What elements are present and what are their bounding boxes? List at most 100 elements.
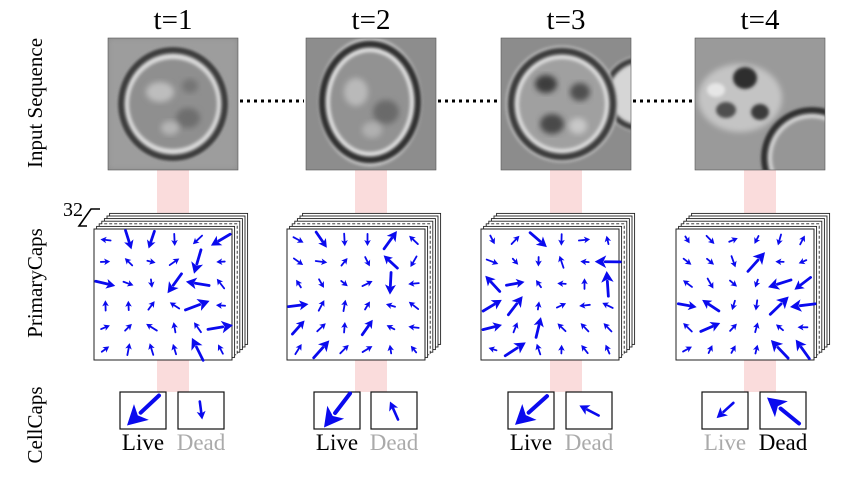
capsule-arrow [216, 278, 226, 290]
capsule-arrow [360, 319, 373, 337]
capsule-arrow [185, 277, 211, 290]
capsule-arrow [361, 280, 373, 288]
cellcap-label-live: Live [510, 430, 552, 455]
capsule-arrow [296, 279, 303, 289]
capsule-arrow [408, 280, 420, 287]
capsule-arrow [752, 344, 760, 355]
capsule-arrow [604, 344, 611, 355]
capsule-arrow [557, 280, 567, 287]
capsule-arrow [102, 300, 109, 312]
capsule-arrow [171, 322, 178, 334]
stack-count-label: 32 [63, 199, 83, 221]
capsule-arrow [511, 257, 519, 265]
capsule-arrow [776, 233, 783, 246]
capsule-arrow [171, 232, 178, 246]
capsule-arrow [314, 230, 327, 248]
capsule-arrow [558, 255, 565, 269]
input-frame-t2 [306, 38, 436, 170]
capsule-arrow [729, 345, 736, 354]
capsule-arrow [410, 255, 418, 268]
capsule-arrow [581, 278, 588, 290]
capsule-arrow [100, 236, 112, 244]
input-frame-border-t2 [305, 37, 437, 171]
capsule-grid-front [675, 228, 815, 361]
capsule-arrow [317, 300, 325, 312]
capsule-arrow [730, 255, 737, 268]
capsule-arrow [485, 275, 502, 293]
capsule-arrow [604, 235, 612, 245]
capsule-arrow [147, 278, 155, 288]
capsule-arrow [775, 258, 785, 266]
capsule-grid-front [286, 228, 426, 361]
capsule-arrow [578, 236, 591, 244]
capsule-arrow [364, 301, 370, 311]
capsule-arrow [683, 322, 693, 333]
capsule-arrow [99, 258, 111, 266]
capsule-arrow [558, 233, 565, 246]
capsule-arrow [148, 343, 155, 356]
capsule-arrow [485, 258, 499, 265]
capsule-arrow [146, 229, 156, 249]
capsule-arrow [682, 257, 692, 265]
capsule-grid-front [93, 228, 233, 361]
capsule-arrow [409, 235, 419, 245]
capsule-arrow [795, 339, 811, 360]
primarycaps-stack-t2 [286, 212, 442, 361]
capsule-arrow [167, 272, 183, 294]
capsule-arrow [602, 302, 614, 309]
primarycaps-stack-t3 [480, 212, 636, 361]
capsule-arrow [292, 236, 304, 243]
capsule-arrow [746, 252, 766, 273]
capsule-arrow [169, 302, 181, 310]
cellcap-label-live: Live [316, 430, 358, 455]
capsule-arrow [147, 301, 155, 311]
capsule-arrow [168, 258, 180, 266]
capsule-arrow [558, 344, 565, 355]
capsule-arrow [364, 232, 371, 246]
capsule-arrow [340, 279, 348, 287]
primarycaps-stacks [93, 212, 831, 362]
capsule-arrow [706, 345, 713, 354]
capsule-arrow [100, 324, 110, 331]
cellcap-label-dead: Dead [565, 430, 614, 455]
input-frame-border-t3 [500, 37, 632, 171]
cellcaps-t2: Live Dead [313, 391, 419, 455]
capsule-arrow [408, 301, 420, 310]
capsule-arrow [216, 258, 226, 265]
capsule-arrow [799, 235, 805, 246]
cellcap-label-dead: Dead [177, 430, 226, 455]
cellcap-arrow-dead [389, 401, 400, 421]
timestep-label-t3: t=3 [547, 4, 586, 36]
input-frame-t1 [108, 38, 238, 170]
capsule-arrow [601, 271, 614, 298]
cellcap-label-dead: Dead [370, 430, 419, 455]
capsule-arrow [510, 235, 520, 245]
input-frame-t4 [695, 38, 825, 170]
capsule-arrow [341, 322, 348, 334]
timestep-label-t2: t=2 [352, 4, 391, 36]
capsule-arrow [481, 322, 502, 332]
capsule-arrow [683, 280, 693, 288]
capsule-arrow [528, 231, 547, 248]
capsule-arrow [100, 346, 110, 353]
stack-count-bracket [77, 208, 100, 227]
capsule-arrow [341, 232, 348, 247]
capsule-arrow [361, 346, 373, 353]
capsule-arrow [754, 235, 761, 244]
capsule-arrow [206, 320, 234, 334]
capsule-arrow [580, 323, 590, 333]
capsule-arrow [489, 234, 495, 245]
capsule-arrow [594, 255, 622, 269]
capsule-arrow [312, 340, 330, 360]
capsule-arrow [753, 322, 760, 334]
capsule-arrow [318, 278, 324, 288]
capsule-arrow [505, 278, 525, 288]
capsule-arrow [798, 257, 808, 265]
capsule-arrow [481, 299, 502, 313]
capsule-arrow [410, 345, 418, 354]
input-frame-border-t1 [107, 37, 239, 171]
